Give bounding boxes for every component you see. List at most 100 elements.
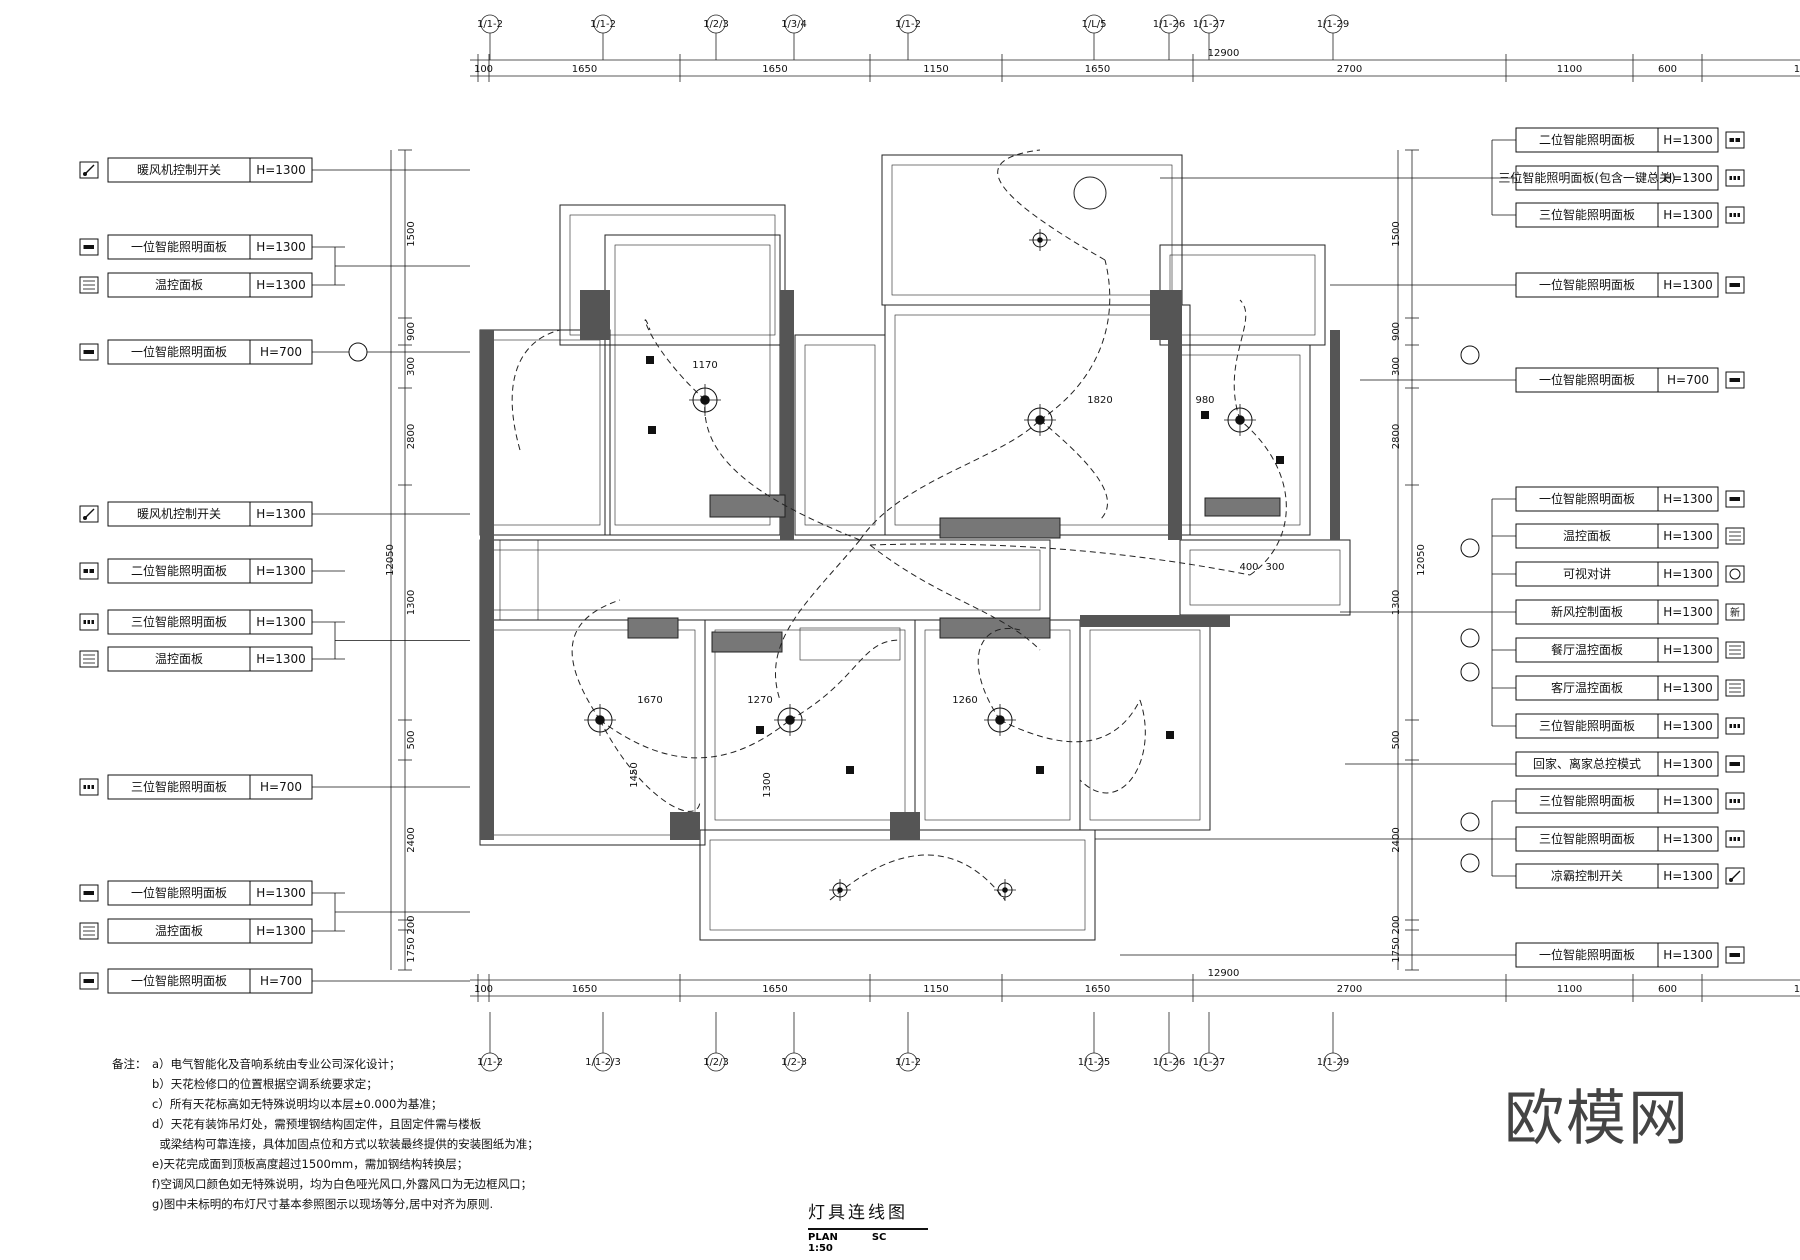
panel-name-box	[1515, 202, 1659, 228]
wiring-arcs	[511, 149, 1287, 901]
wire-arc	[869, 543, 1251, 576]
panel-height: H=1300	[256, 924, 306, 938]
wire-arc	[511, 329, 561, 451]
note-item: a）电气智能化及音响系统由专业公司深化设计；	[152, 1057, 401, 1071]
icon-key	[83, 350, 94, 354]
panel-name-box	[107, 234, 251, 260]
panel-name: 二位智能照明面板	[131, 563, 227, 578]
icon-frame	[1725, 565, 1745, 583]
panel-name: 二位智能照明面板	[1539, 132, 1635, 147]
dim-label: 1650	[1085, 64, 1110, 75]
panel-height: H=1300	[1663, 529, 1713, 543]
panel-height-box	[1657, 127, 1719, 153]
downlight	[1201, 411, 1209, 419]
ac-vent	[1204, 497, 1281, 517]
grid-label: 1/1-2/3	[585, 1057, 621, 1068]
panel-height: H=700	[260, 780, 302, 794]
dim-label-v: 1500	[1391, 221, 1402, 246]
one-icon	[1725, 490, 1745, 508]
icon-dot	[83, 172, 87, 176]
panel-name: 一位智能照明面板	[131, 973, 227, 988]
wire-arc	[599, 719, 701, 812]
one-icon	[79, 238, 99, 256]
icon-key	[83, 979, 94, 983]
three-icon	[1725, 206, 1745, 224]
icon-key	[1735, 138, 1740, 142]
panel-height-box	[249, 272, 313, 298]
icon-key	[83, 891, 94, 895]
grid-label: 1/1-2	[477, 19, 503, 30]
icon-key	[87, 785, 90, 789]
ac-vent	[711, 631, 783, 653]
two-icon	[1725, 131, 1745, 149]
dim-label: 1650	[572, 984, 597, 995]
panel-name: 三位智能照明面板	[1539, 793, 1635, 808]
grid-label: 1/1-25	[1078, 1057, 1110, 1068]
room-dim: 1260	[952, 695, 977, 706]
room-outline	[559, 204, 786, 346]
panel-height: H=1300	[1663, 208, 1713, 222]
icon-key	[83, 569, 88, 573]
grid-label: 1/3/4	[781, 19, 807, 30]
wire-arc	[1039, 419, 1108, 521]
panel-name: 一位智能照明面板	[131, 885, 227, 900]
watermark-logo: 欧模网	[1504, 1084, 1690, 1154]
wire-arc	[859, 419, 1041, 541]
icon-key	[1733, 724, 1736, 728]
panel-name: 一位智能照明面板	[1539, 491, 1635, 506]
panel-name-box	[1515, 826, 1659, 852]
panel-height: H=700	[1667, 373, 1709, 387]
note-item: d）天花有装饰吊灯处，需预埋钢结构固定件，且固定件需与楼板	[152, 1117, 482, 1131]
panel-height: H=1300	[256, 507, 306, 521]
panel-name: 一位智能照明面板	[1539, 277, 1635, 292]
panel-height: H=1300	[1663, 278, 1713, 292]
panel-height: H=1300	[1663, 643, 1713, 657]
icon-glyph: 新	[1730, 606, 1740, 619]
panel-height: H=1300	[256, 615, 306, 629]
dim-label-v: 1500	[406, 221, 417, 246]
note-item: c）所有天花标高如无特殊说明均以本层±0.000为基准；	[152, 1097, 443, 1111]
ceiling-outline	[614, 244, 771, 526]
wire-arc	[997, 149, 1106, 261]
one-icon	[79, 343, 99, 361]
dim-label: 1100	[1557, 64, 1582, 75]
panel-height: H=1300	[1663, 605, 1713, 619]
panel-name-box	[107, 918, 251, 944]
room-outline	[479, 619, 706, 846]
grid-label: 1/2/3	[703, 1057, 729, 1068]
thermo-icon	[1725, 527, 1745, 545]
plan-label: PLAN	[808, 1232, 838, 1243]
ceiling-outline	[569, 214, 776, 336]
dim-label-v: 2400	[1391, 827, 1402, 852]
one-icon	[79, 972, 99, 990]
panel-height: H=1300	[1663, 832, 1713, 846]
fan-icon	[1725, 867, 1745, 885]
thermo-icon	[79, 276, 99, 294]
note-item: f)空调风口颜色如无特殊说明，均为白色哑光风口,外露风口为无边框风口；	[152, 1177, 533, 1191]
one-icon	[1725, 276, 1745, 294]
ac-vent	[939, 617, 1051, 639]
wall-solid	[1150, 290, 1180, 340]
dim-label-v: 1750	[406, 937, 417, 962]
icon-key	[1729, 138, 1734, 142]
grid-label: 1/1-2	[590, 19, 616, 30]
panel-height-box	[1657, 367, 1719, 393]
dim-label-v: 1300	[1391, 590, 1402, 615]
three-icon	[1725, 792, 1745, 810]
room-outline	[1179, 539, 1351, 616]
room-dim: 300	[1265, 562, 1284, 573]
grid-label: 1/1-27	[1193, 1057, 1225, 1068]
wire-arc	[1079, 699, 1146, 794]
dim-label: 1800	[1794, 64, 1800, 75]
panel-height: H=1300	[256, 163, 306, 177]
one-icon	[79, 884, 99, 902]
note-item: e)天花完成面到顶板高度超过1500mm，需加钢结构转换层；	[152, 1157, 469, 1171]
ceiling-outline	[489, 549, 1041, 611]
